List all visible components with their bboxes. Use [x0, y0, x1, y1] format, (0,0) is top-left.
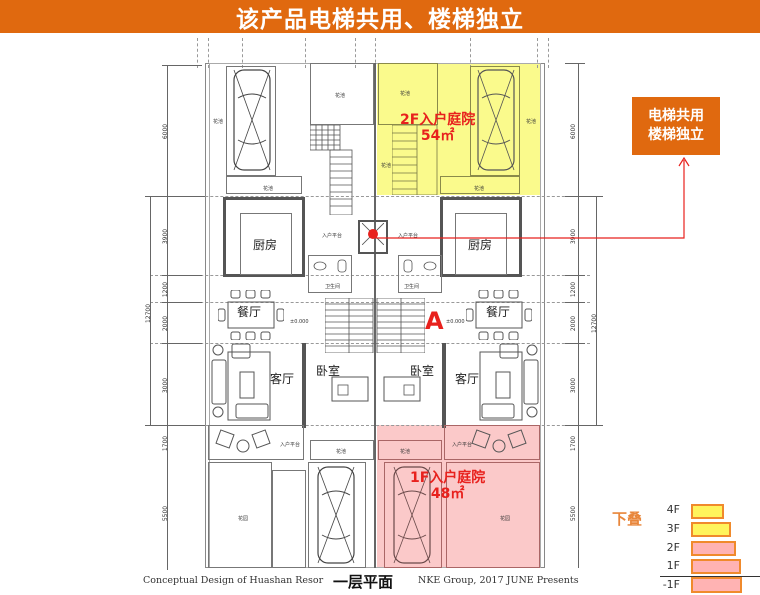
- car-icon: [317, 466, 355, 564]
- elevator-shaft: [358, 220, 388, 254]
- floor-plan: 花池 花池 花池 花池 花池 花池: [145, 38, 603, 570]
- stair-icon: [392, 125, 438, 195]
- callout-box: 电梯共用 楼梯独立: [632, 97, 720, 155]
- kitchen-label-right: 厨房: [468, 238, 493, 252]
- courtyard-1f-fill: [377, 425, 541, 568]
- car-icon: [477, 69, 515, 171]
- car-icon: [233, 69, 271, 171]
- floor-label-1f: 1F: [666, 559, 680, 572]
- floor-label-4f: 4F: [666, 503, 680, 516]
- elevator-icon: [362, 223, 384, 245]
- floor-bar-3f: [691, 522, 731, 537]
- entry-platform-label: 入户平台: [322, 233, 343, 239]
- toilet-icon: [403, 259, 437, 273]
- courtyard-2f-label: 2F入户庭院 54㎡: [400, 112, 476, 145]
- floor-bar-b1f: [691, 577, 742, 593]
- footer-right: NKE Group, 2017 JUNE Presents: [418, 575, 579, 586]
- garden-label: 花池: [263, 186, 274, 192]
- marker-a: A: [425, 307, 444, 335]
- central-stair-icon: [325, 298, 425, 353]
- sofa-set-icon: [479, 343, 539, 421]
- bathroom-label-left: 卫生间: [325, 284, 341, 290]
- bed-icon: [331, 376, 369, 402]
- dining-label-right: 餐厅: [486, 305, 511, 319]
- title-banner: 该产品电梯共用、楼梯独立: [0, 0, 760, 33]
- kitchen-label-left: 厨房: [253, 238, 278, 252]
- lounge-chairs-icon: [215, 429, 271, 453]
- elevation-label: ±0.000: [290, 319, 309, 325]
- floor-label-b1f: -1F: [662, 578, 680, 591]
- dining-table-icon: [218, 290, 284, 340]
- plan-title: 一层平面: [333, 573, 394, 591]
- bathroom-label-right: 卫生间: [404, 284, 420, 290]
- sofa-set-icon: [211, 343, 271, 421]
- footer-left: Conceptual Design of Huashan Resor: [143, 575, 324, 586]
- yard-label: 花园: [238, 516, 249, 522]
- living-label-left: 客厅: [270, 372, 295, 386]
- lounge-chairs-icon: [471, 429, 527, 453]
- stair-icon: [310, 125, 353, 215]
- bedroom-label-left: 卧室: [316, 364, 341, 378]
- floor-bar-1f: [691, 559, 741, 574]
- slide-title: 该产品电梯共用、楼梯独立: [236, 6, 524, 33]
- courtyard-1f-label: 1F入户庭院 48㎡: [410, 470, 486, 503]
- stack-legend-title: 下叠: [612, 510, 643, 528]
- floor-label-3f: 3F: [666, 522, 680, 535]
- bed-icon: [383, 376, 421, 402]
- toilet-icon: [313, 259, 347, 273]
- floor-bar-2f: [691, 541, 736, 556]
- ground-line: [660, 576, 760, 577]
- dining-label-left: 餐厅: [237, 305, 262, 319]
- bedroom-label-right: 卧室: [410, 364, 435, 378]
- car-icon: [393, 466, 431, 564]
- dining-table-icon: [466, 290, 532, 340]
- floor-bar-4f: [691, 504, 724, 519]
- living-label-right: 客厅: [455, 372, 480, 386]
- floor-label-2f: 2F: [666, 541, 680, 554]
